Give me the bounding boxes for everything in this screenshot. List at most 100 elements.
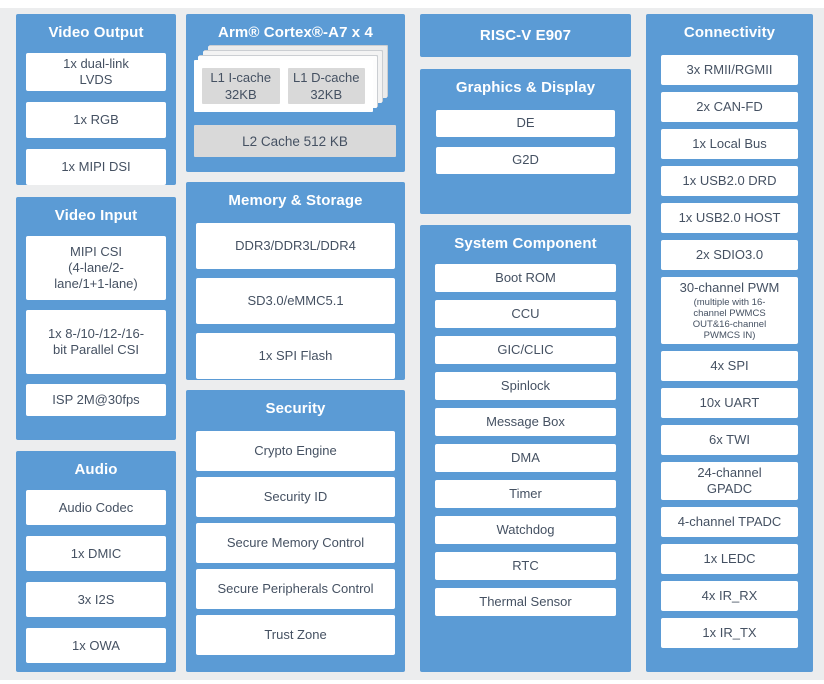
block-item-label: Watchdog <box>496 522 555 537</box>
section-title-system-component: System Component <box>454 235 597 252</box>
l2-cache-block: L2 Cache 512 KB <box>194 125 396 157</box>
section-riscv: RISC-V E907 <box>420 14 631 57</box>
block-item: 1x DMIC <box>26 536 166 571</box>
block-item: DDR3/DDR3L/DDR4 <box>196 223 395 269</box>
block-item: SD3.0/eMMC5.1 <box>196 278 395 324</box>
block-item: 3x I2S <box>26 582 166 617</box>
section-title-security: Security <box>265 400 326 417</box>
block-item-label: G2D <box>512 152 539 167</box>
l1-cache-block: L1 I-cache 32KB <box>202 68 280 104</box>
block-item: RTC <box>435 552 616 580</box>
block-item: DE <box>436 109 615 137</box>
block-item: G2D <box>436 146 615 174</box>
block-item: Secure Peripherals Control <box>196 569 395 609</box>
block-item: Spinlock <box>435 372 616 400</box>
block-item: 3x RMII/RGMII <box>661 55 798 85</box>
block-item-label: 1x USB2.0 DRD <box>682 173 777 188</box>
block-item: 30-channel PWM (multiple with 16- channel… <box>661 277 798 344</box>
section-items: 3x RMII/RGMII 2x CAN-FD 1x Local Bus 1x USB… <box>661 55 798 662</box>
section-title-graphics-display: Graphics & Display <box>455 78 596 96</box>
block-item-label: 1x 8-/10-/12-/16- bit Parallel CSI <box>47 325 145 357</box>
block-item-label: DDR3/DDR3L/DDR4 <box>235 238 356 253</box>
block-item-label: Crypto Engine <box>254 443 337 458</box>
section-title-connectivity: Connectivity <box>683 24 776 41</box>
block-item: DMA <box>435 444 616 472</box>
block-item-label: Thermal Sensor <box>479 594 572 609</box>
block-item-label: 4-channel TPADC <box>677 514 782 529</box>
block-item: 2x SDIO3.0 <box>661 240 798 270</box>
block-item: Message Box <box>435 408 616 436</box>
section-title-audio: Audio <box>74 461 118 478</box>
block-item-label: Audio Codec <box>58 499 134 515</box>
block-item: 4-channel TPADC <box>661 507 798 537</box>
block-item: 1x IR_TX <box>661 618 798 648</box>
block-item: CCU <box>435 300 616 328</box>
block-item: Timer <box>435 480 616 508</box>
block-item-label: Trust Zone <box>264 627 327 642</box>
block-item-label: 4x SPI <box>710 358 749 373</box>
block-item: 24-channel GPADC <box>661 462 798 500</box>
block-item-label: Secure Memory Control <box>226 535 365 550</box>
block-item: 2x CAN-FD <box>661 92 798 122</box>
block-item-label: 1x MIPI DSI <box>61 159 131 174</box>
block-item-label: MIPI CSI (4-lane/2- lane/1+1-lane) <box>54 243 138 291</box>
block-item-label: Timer <box>509 486 542 501</box>
block-item: ISP 2M@30fps <box>26 383 166 416</box>
section-title-riscv: RISC-V E907 <box>479 26 572 44</box>
block-item-label: 24-channel GPADC <box>697 465 762 496</box>
diagram-column-4: Connectivity 3x RMII/RGMII 2x CAN-FD 1x Loc… <box>646 14 813 672</box>
block-item-label: Secure Peripherals Control <box>217 581 374 596</box>
block-item: 4x IR_RX <box>661 581 798 611</box>
block-item: 6x TWI <box>661 425 798 455</box>
block-item: 1x OWA <box>26 628 166 663</box>
section-connectivity: Connectivity 3x RMII/RGMII 2x CAN-FD 1x Loc… <box>646 14 813 672</box>
block-item-label: 1x LEDC <box>703 551 756 566</box>
block-item-label: 1x Local Bus <box>692 136 767 151</box>
block-item: Watchdog <box>435 516 616 544</box>
block-item-label: ISP 2M@30fps <box>52 391 140 407</box>
block-item: 1x USB2.0 HOST <box>661 203 798 233</box>
block-item-label: SD3.0/eMMC5.1 <box>247 293 344 308</box>
block-item-label: 3x RMII/RGMII <box>686 62 773 77</box>
block-item: 1x Local Bus <box>661 129 798 159</box>
block-item-label: Spinlock <box>500 378 551 393</box>
block-item: 4x SPI <box>661 351 798 381</box>
section-title-memory-storage: Memory & Storage <box>228 192 363 209</box>
block-item-label: 10x UART <box>699 395 760 410</box>
block-item-subtext: (multiple with 16- channel PWMCS OUT&16-… <box>692 297 767 341</box>
block-item-label: 1x SPI Flash <box>258 348 333 363</box>
block-item: 10x UART <box>661 388 798 418</box>
block-item-label: 1x IR_TX <box>702 625 757 640</box>
block-item: 1x MIPI DSI <box>26 149 166 185</box>
block-item: 1x SPI Flash <box>196 333 395 379</box>
block-item-label: DMA <box>511 450 540 465</box>
block-item-label: 30-channel PWM <box>679 280 780 295</box>
block-item-label: 2x SDIO3.0 <box>695 247 764 262</box>
block-item-label: CCU <box>511 306 540 321</box>
block-item: Audio Codec <box>26 490 166 525</box>
block-item-label: 6x TWI <box>709 432 750 447</box>
block-item-label: 3x I2S <box>77 591 115 607</box>
block-item: Thermal Sensor <box>435 588 616 616</box>
block-item-label: 1x DMIC <box>70 545 122 561</box>
block-item: 1x RGB <box>26 102 166 138</box>
block-item-label: Security ID <box>263 489 328 504</box>
block-item: 1x LEDC <box>661 544 798 574</box>
block-item-label: 1x USB2.0 HOST <box>678 210 781 225</box>
